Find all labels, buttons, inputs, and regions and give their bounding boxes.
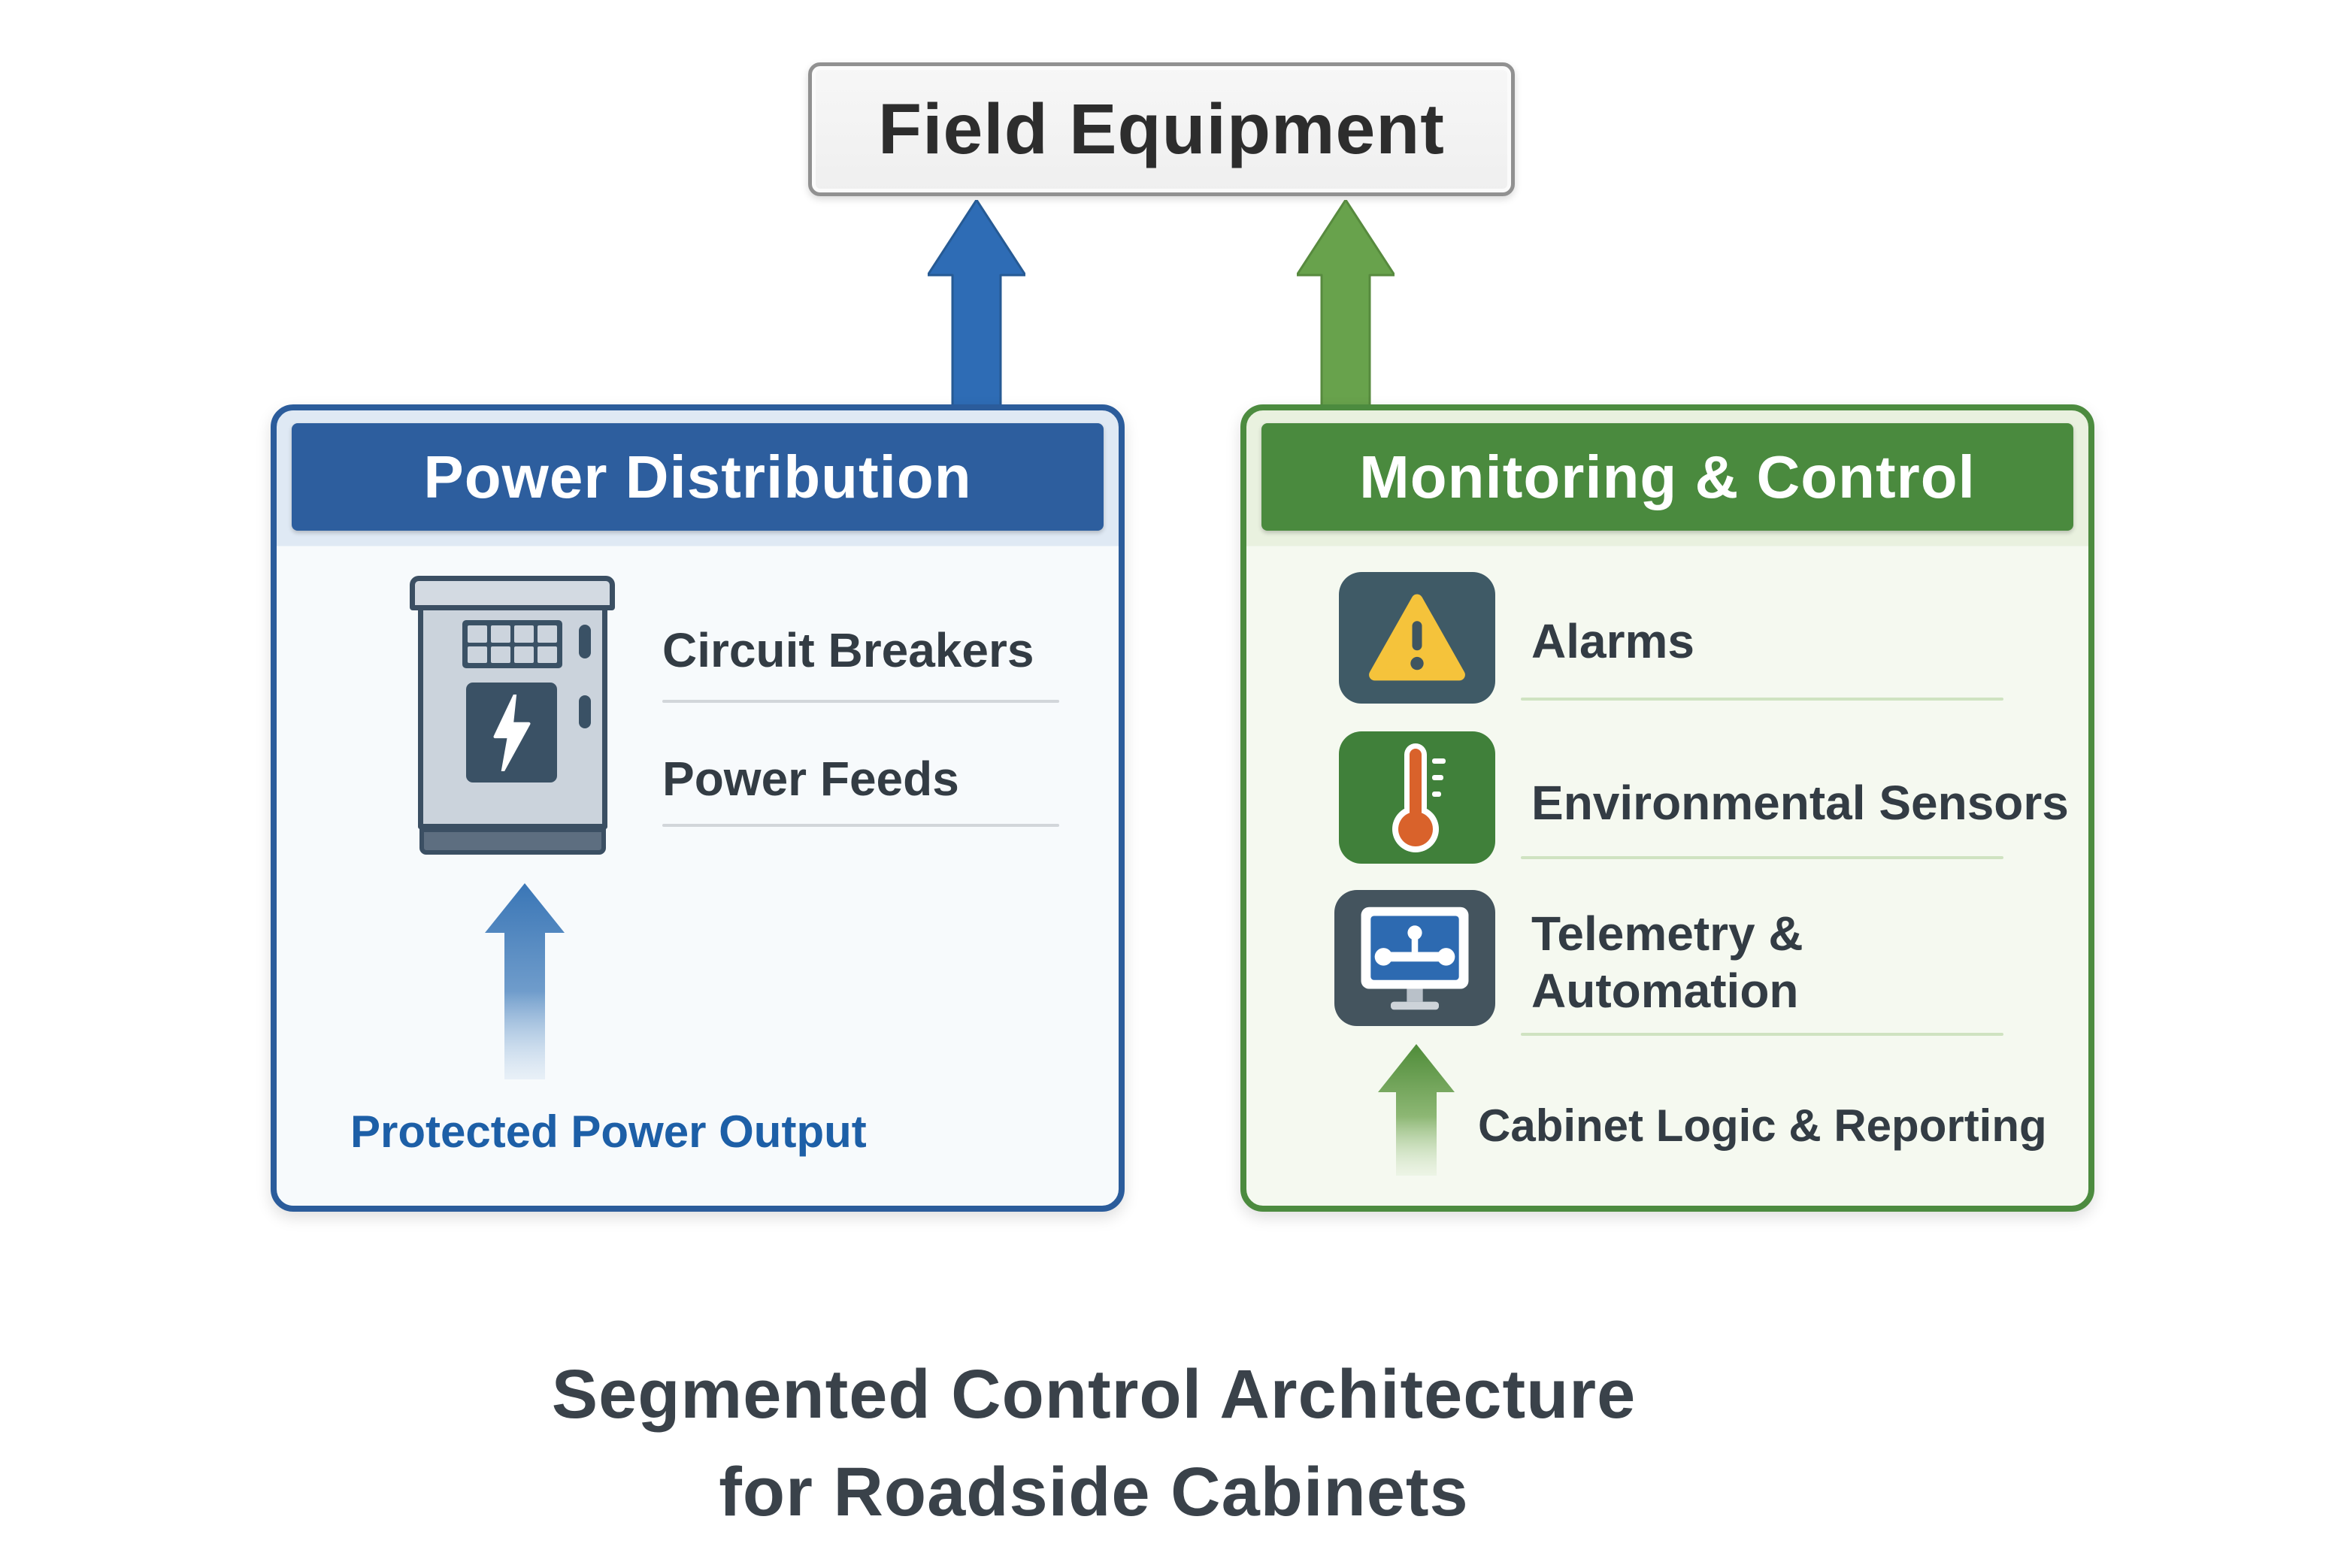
protected-power-arrow-icon [485, 883, 565, 1079]
arrow-up-blue-icon [926, 198, 1027, 412]
power-cabinet-icon [404, 576, 619, 879]
cabinet-base [419, 828, 606, 855]
cabinet-top-cap [410, 576, 615, 610]
monitoring-control-header: Monitoring & Control [1261, 423, 2073, 531]
cabinet-logic-arrow-icon [1378, 1044, 1455, 1176]
cabinet-handle-top [579, 625, 591, 658]
diagram-title-line2: for Roadside Cabinets [719, 1454, 1469, 1530]
power-distribution-title: Power Distribution [423, 443, 972, 510]
diagram-title: Segmented Control Architecture for Roads… [248, 1346, 1940, 1541]
divider [1521, 698, 2003, 701]
diagram-title-line1: Segmented Control Architecture [551, 1356, 1637, 1433]
protected-power-output-label: Protected Power Output [350, 1106, 867, 1157]
divider [1521, 856, 2003, 859]
lightning-bolt-icon [466, 683, 557, 782]
divider [1521, 1033, 2003, 1036]
power-distribution-panel: Power Distribution Circuit Breakers Powe… [271, 404, 1125, 1212]
field-equipment-label: Field Equipment [878, 89, 1445, 169]
item-telemetry-automation: Telemetry & Automation [1531, 907, 1803, 1018]
field-equipment-box: Field Equipment [808, 62, 1515, 196]
monitoring-control-panel: Monitoring & Control Alarms Envi [1240, 404, 2094, 1212]
cabinet-handle-bottom [579, 695, 591, 728]
item-circuit-breakers: Circuit Breakers [662, 623, 1034, 677]
item-alarms: Alarms [1531, 614, 1694, 668]
cabinet-breaker-grid [462, 620, 562, 668]
divider [662, 700, 1059, 703]
cabinet-logic-reporting-label: Cabinet Logic & Reporting [1478, 1100, 2047, 1151]
divider [662, 824, 1059, 827]
monitoring-control-title: Monitoring & Control [1359, 443, 1976, 510]
arrow-up-green-icon [1295, 198, 1396, 412]
thermometer-icon [1339, 731, 1495, 864]
power-distribution-header: Power Distribution [292, 423, 1104, 531]
telemetry-monitor-icon [1334, 890, 1495, 1026]
item-environmental-sensors: Environmental Sensors [1531, 776, 2069, 830]
warning-triangle-icon [1339, 572, 1495, 704]
item-power-feeds: Power Feeds [662, 752, 959, 806]
